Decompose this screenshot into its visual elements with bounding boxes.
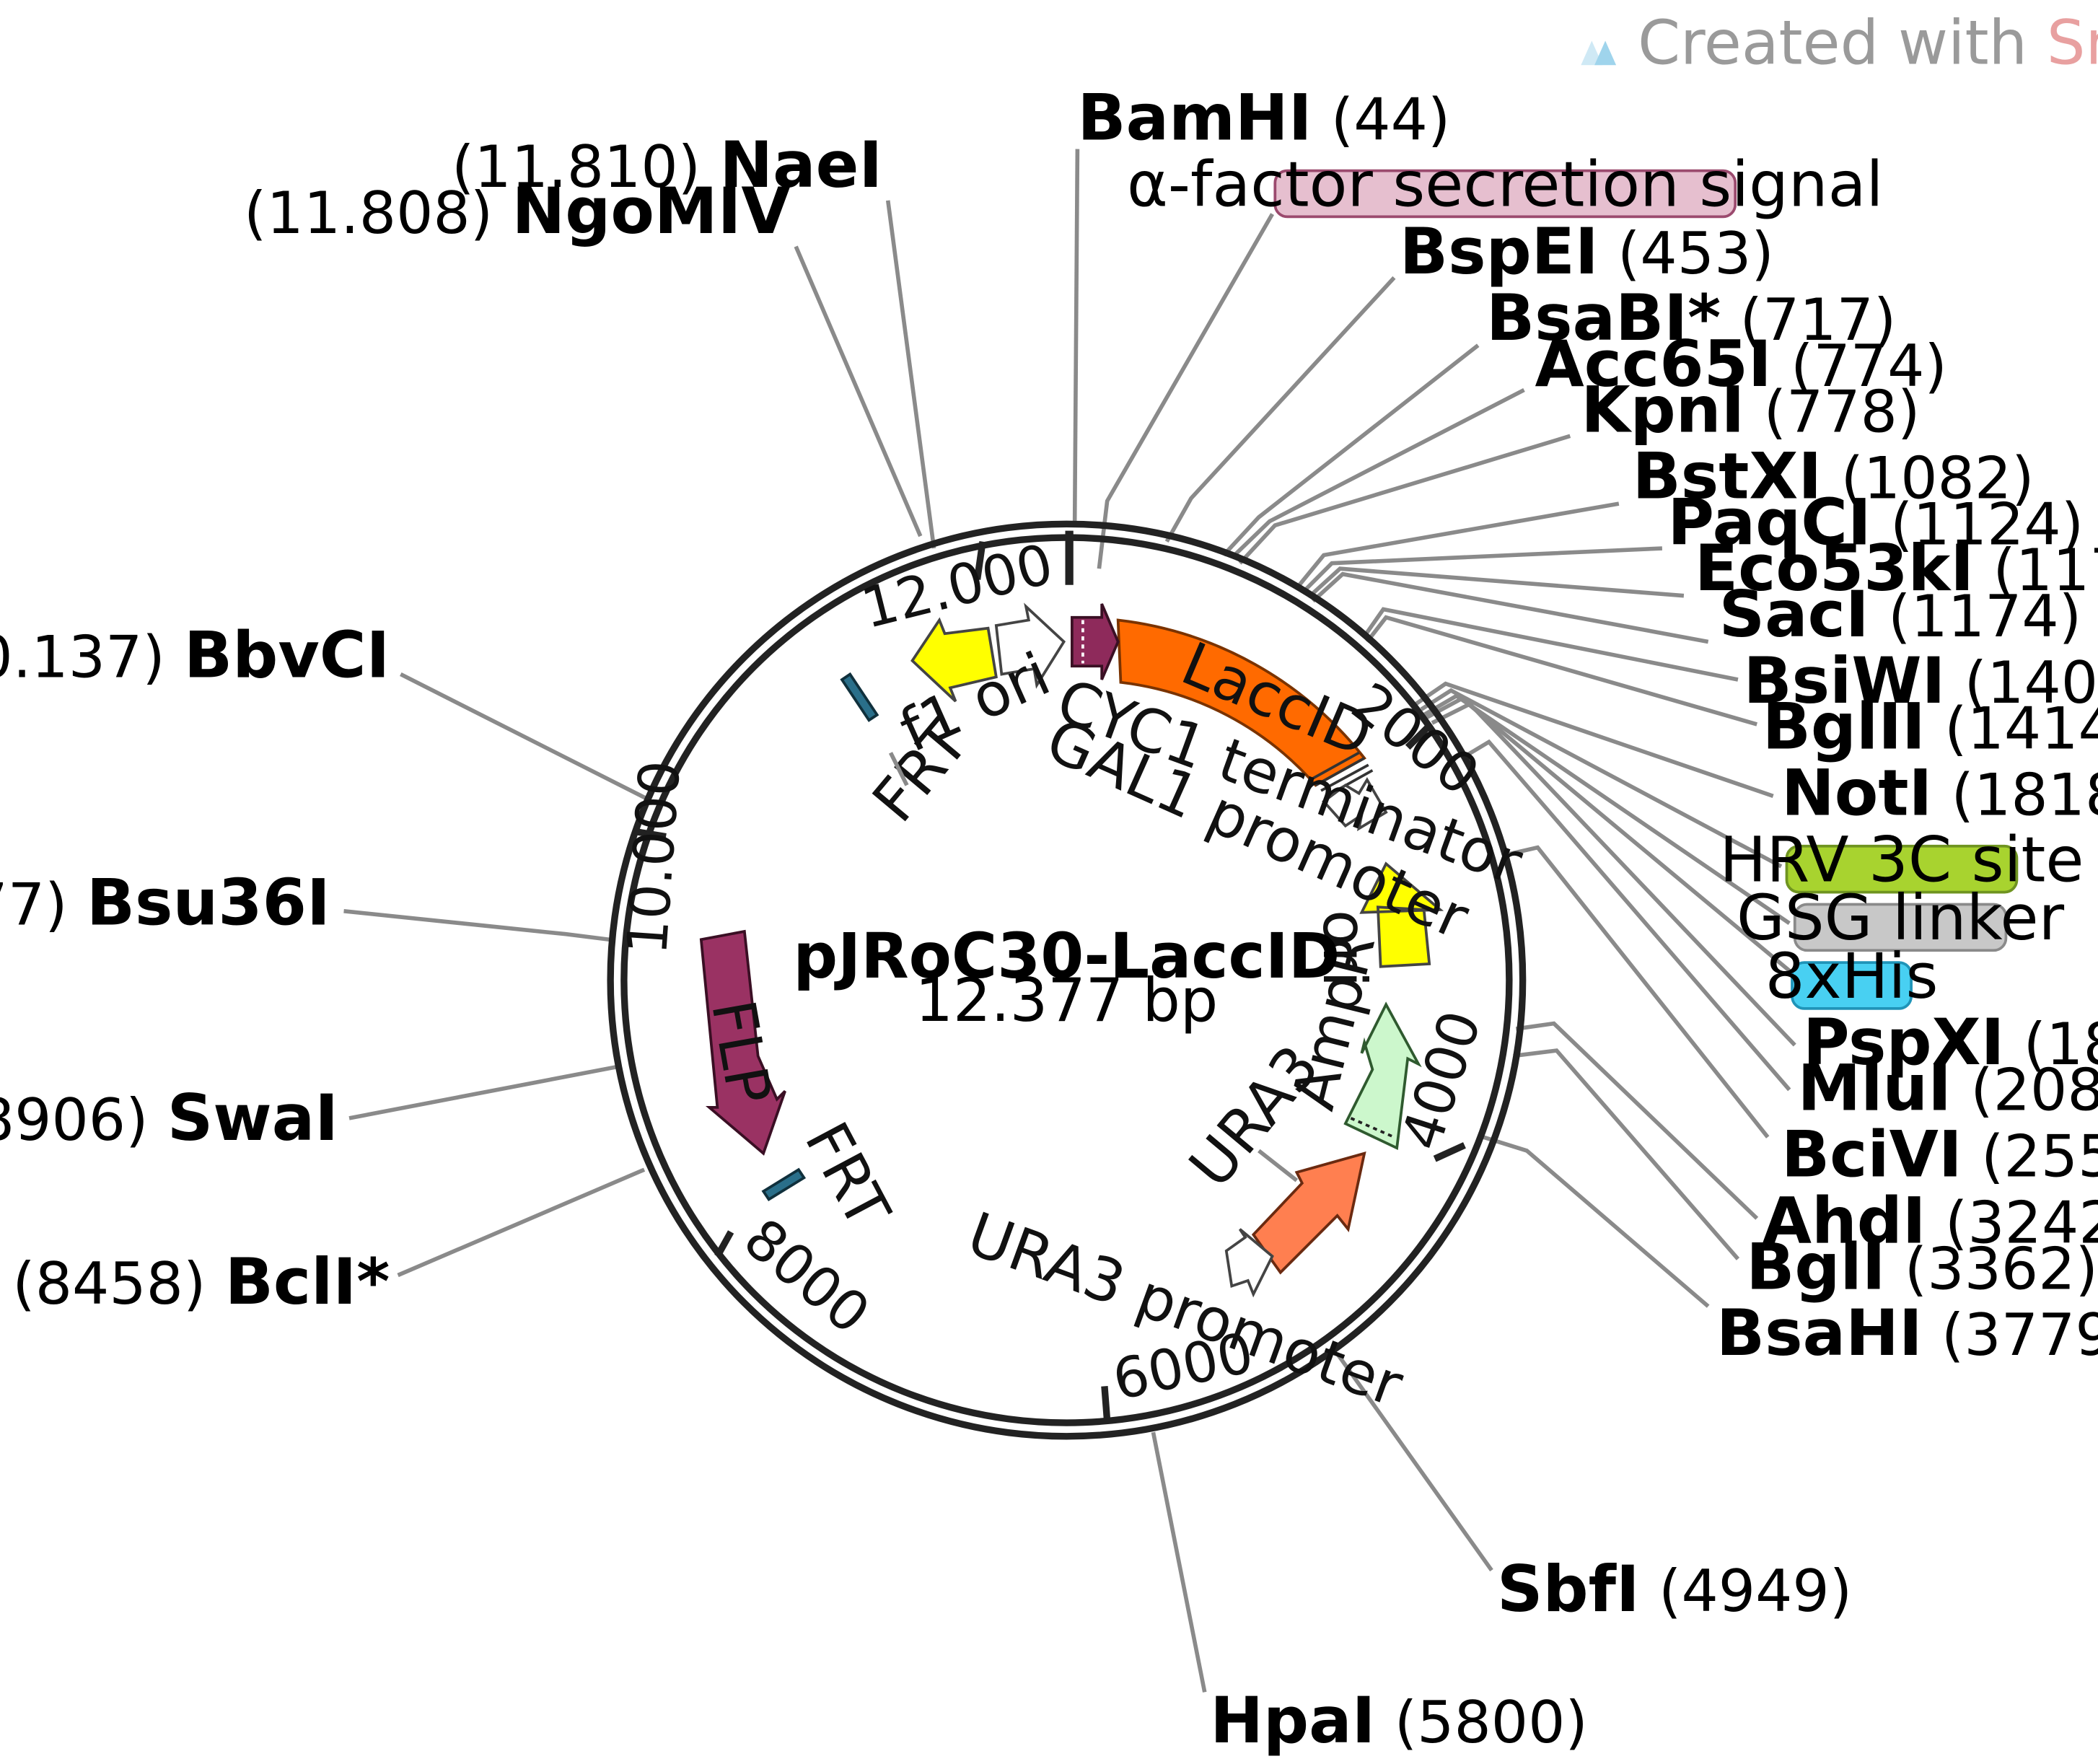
- plasmid-length: 12.377 bp: [915, 966, 1218, 1035]
- enzyme-label-noti[interactable]: NotI(1818): [1781, 756, 2098, 830]
- leader-lines: [343, 149, 1799, 1693]
- enzyme-label-bsahi[interactable]: BsaHI(3779): [1716, 1296, 2098, 1370]
- enzyme-label-bstxi[interactable]: BstXI(1082): [1633, 439, 2035, 514]
- enzyme-label-bglii[interactable]: BglII(1414): [1763, 690, 2098, 764]
- enzyme-label-pspxi[interactable]: PspXI(1889): [1803, 1005, 2098, 1079]
- enzyme-label-bcivi[interactable]: BciVI(2552): [1781, 1118, 2098, 1192]
- enzyme-label-mlui[interactable]: MluI(2087): [1797, 1051, 2098, 1125]
- tick-10000: [633, 828, 667, 841]
- enzyme-label-swai[interactable]: (8906)SwaI: [0, 1081, 338, 1155]
- f1-ori-arrow[interactable]: [910, 617, 998, 703]
- backbone-outer-ring: [607, 520, 1527, 1440]
- watermark-text: Created with SnapGene®: [1638, 7, 2098, 78]
- enzyme-label-bamhi[interactable]: BamHI(44): [1077, 80, 1450, 154]
- enzyme-label-hpai[interactable]: HpaI(5800): [1210, 1683, 1588, 1758]
- enzyme-label-paqci[interactable]: PaqCI(1124): [1667, 485, 2084, 559]
- hrv3c-tag-box: [1785, 844, 2019, 894]
- ampr-arrow[interactable]: [1343, 1001, 1422, 1150]
- tick-2000: [1405, 723, 1432, 750]
- enzyme-label-ngomiv[interactable]: (11.808)NgoMIV: [244, 174, 791, 248]
- tick-12000: [973, 540, 986, 580]
- cyc1-terminator-arrow[interactable]: [994, 602, 1066, 689]
- frt-bottom-arrow[interactable]: [761, 1167, 807, 1201]
- enzyme-label-acc65i[interactable]: Acc65I(774): [1535, 327, 1947, 401]
- tick-8000: [714, 1230, 734, 1258]
- gsg-linker-tag-label: GSG linker: [1737, 882, 2065, 955]
- enzyme-label-saci[interactable]: SacI(1174): [1719, 577, 2082, 651]
- tick-label-10000: 10.000: [615, 758, 693, 957]
- enzyme-label-bsabi[interactable]: BsaBI*(717): [1486, 281, 1896, 355]
- ori-label: ori: [1309, 910, 1379, 987]
- enzyme-label-bsu36i[interactable]: (9477)Bsu36I: [0, 866, 330, 940]
- 8xhis-tag-label: 8xHis: [1765, 941, 1939, 1013]
- enzyme-label-naei[interactable]: (11.810)NaeI: [452, 128, 882, 202]
- gal1-promoter-arrow[interactable]: [1322, 777, 1388, 832]
- enzyme-label-bspei[interactable]: BspEI(453): [1400, 214, 1774, 289]
- tick-6000: [1101, 1385, 1111, 1422]
- hrv3c-tag-label: HRV 3C site: [1719, 825, 2084, 897]
- flp-label: FLP: [698, 995, 784, 1109]
- laccid-end-stripes: [1309, 751, 1374, 798]
- enzyme-label-bgli[interactable]: BglI(3362): [1746, 1229, 2098, 1304]
- alpha-factor-tag[interactable]: α-factor secretion signal: [1127, 149, 1883, 221]
- enzyme-label-ahdi[interactable]: AhdI(3242): [1763, 1183, 2098, 1258]
- hrv3c-tag[interactable]: HRV 3C site: [1719, 825, 2084, 897]
- gsg-linker-tag[interactable]: GSG linker: [1737, 882, 2065, 955]
- frt-top-leader: [888, 752, 909, 786]
- snapgene-logo-icon: [1581, 40, 1617, 66]
- enzyme-label-sbfi[interactable]: SbfI(4949): [1497, 1552, 1852, 1626]
- flp-arrow[interactable]: [699, 929, 786, 1156]
- enzyme-label-bsiwi[interactable]: BsiWI(1403): [1743, 644, 2098, 718]
- frt-bottom-label: FRT: [791, 1111, 903, 1239]
- enzyme-labels: BamHI(44) (11.810)NaeI (11.808)NgoMIV Bs…: [0, 80, 2098, 1757]
- enzyme-label-bbvci[interactable]: (10.137)BbvCI: [0, 618, 390, 692]
- enzyme-label-bcli[interactable]: (8458)BclI*: [12, 1245, 390, 1319]
- tag-features: α-factor secretion signal HRV 3C site GS…: [1127, 149, 2084, 1013]
- plasmid-name: pJRoC30-LaccID: [793, 921, 1340, 993]
- gsg-linker-tag-box: [1793, 903, 2008, 952]
- frt-top-arrow[interactable]: [840, 672, 879, 722]
- snapgene-watermark: Created with SnapGene®: [1581, 7, 2098, 78]
- alpha-factor-tag-label: α-factor secretion signal: [1127, 149, 1883, 221]
- enzyme-label-eco53ki[interactable]: Eco53kI(1172): [1695, 531, 2098, 605]
- enzyme-label-kpni[interactable]: KpnI(778): [1581, 373, 1920, 447]
- ura3-promoter-arrow[interactable]: [1224, 1228, 1274, 1298]
- ura3-label-leader: [1258, 1149, 1299, 1182]
- 8xhis-tag-box: [1791, 961, 1913, 1010]
- alpha-factor-tag-box: [1273, 169, 1737, 219]
- plasmid-title-block: pJRoC30-LaccID 12.377 bp: [793, 921, 1340, 1035]
- tick-4000: [1433, 1142, 1466, 1162]
- ori-arrow[interactable]: [1359, 861, 1444, 968]
- 8xhis-tag[interactable]: 8xHis: [1765, 941, 1939, 1013]
- ura3-arrow[interactable]: [1251, 1151, 1366, 1275]
